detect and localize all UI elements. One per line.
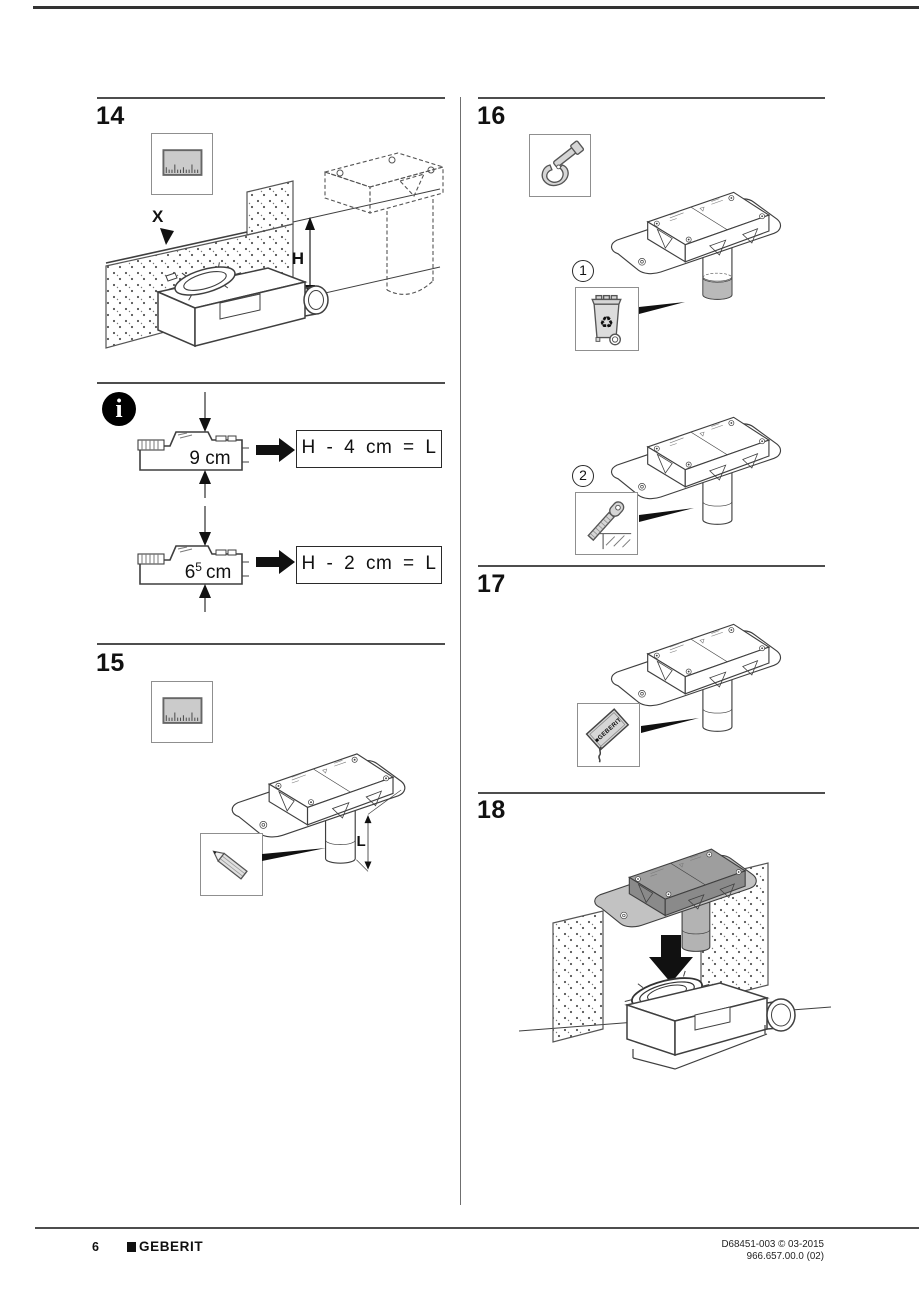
page-top-edge-line bbox=[33, 6, 919, 9]
dim-x-label: X bbox=[152, 207, 164, 226]
callout-arrow bbox=[641, 718, 699, 733]
formula-box-1: H - 4 cm = L bbox=[296, 430, 442, 468]
callout-arrow bbox=[639, 508, 694, 522]
ruler-icon-box-15 bbox=[151, 681, 213, 743]
lubricant-drip bbox=[598, 746, 602, 763]
recycling-bin-icon-box: ♻ bbox=[575, 287, 639, 351]
deburring-tool-icon-box bbox=[575, 492, 638, 555]
doc-ref-line1: D68451-003 © 03-2015 bbox=[721, 1239, 824, 1250]
step-18-drawing bbox=[518, 848, 832, 1070]
geberit-logo: GEBERIT bbox=[127, 1239, 203, 1254]
formula-2-text: H - 2 cm = L bbox=[301, 553, 437, 574]
recycling-bin-icon: ♻ bbox=[591, 294, 622, 346]
cut-line bbox=[702, 272, 733, 283]
info-icon: i bbox=[102, 392, 136, 426]
step-14-rule bbox=[97, 97, 445, 99]
arrow-right-icon bbox=[256, 438, 295, 462]
step-18-rule bbox=[478, 792, 825, 794]
footer-rule bbox=[35, 1227, 919, 1229]
arrow-right-icon bbox=[256, 550, 295, 574]
geberit-logo-square bbox=[127, 1241, 136, 1252]
pipe-cutter-icon-box bbox=[529, 134, 591, 197]
ruler-icon bbox=[162, 697, 203, 724]
step-18-number: 18 bbox=[477, 796, 506, 824]
step-16-drawing-cut bbox=[610, 191, 782, 300]
callout-arrow bbox=[639, 302, 685, 314]
step-16-number: 16 bbox=[477, 102, 506, 130]
formula-1-text: H - 4 cm = L bbox=[301, 437, 437, 458]
step-16-rule bbox=[478, 97, 825, 99]
callout-arrow bbox=[262, 848, 326, 861]
dim-x-arrowhead bbox=[160, 228, 174, 245]
dim-h-label: H bbox=[292, 249, 304, 268]
pencil-icon bbox=[212, 850, 248, 880]
drain-body-drawing bbox=[155, 262, 329, 348]
step-14-drawing: X H bbox=[105, 152, 445, 349]
callout-1-badge: 1 bbox=[572, 260, 594, 282]
recycle-symbol: ♻ bbox=[599, 314, 614, 332]
page-number: 6 bbox=[92, 1240, 99, 1254]
pencil-icon-box bbox=[200, 833, 263, 896]
info-row1-drawing: 9 cm bbox=[137, 392, 249, 498]
dashed-floor-structure bbox=[323, 152, 445, 295]
document-references: D68451-003 © 03-2015 966.657.00.0 (02) bbox=[620, 1239, 824, 1264]
deburring-tool-icon bbox=[587, 501, 632, 550]
insert-down-arrow bbox=[649, 935, 693, 983]
drain-body-drawing bbox=[624, 970, 796, 1070]
column-divider bbox=[460, 97, 462, 1205]
info-note-rule bbox=[97, 382, 445, 384]
dim-l-label: L bbox=[356, 833, 365, 850]
step-14-number: 14 bbox=[96, 102, 125, 130]
step-17-number: 17 bbox=[477, 570, 506, 598]
step-15-drawing: L bbox=[231, 753, 406, 872]
step-15-rule bbox=[97, 643, 445, 645]
pipe-cutter-icon bbox=[541, 140, 585, 187]
lubricant-sachet-icon: ■GEBERIT bbox=[585, 708, 630, 763]
height-label-9cm: 9 cm bbox=[189, 448, 230, 469]
formula-box-2: H - 2 cm = L bbox=[296, 546, 442, 584]
geberit-logo-text: GEBERIT bbox=[139, 1239, 204, 1254]
doc-ref-line2: 966.657.00.0 (02) bbox=[746, 1251, 824, 1263]
step-17-rule bbox=[478, 565, 825, 567]
step-15-number: 15 bbox=[96, 649, 125, 677]
ruler-icon bbox=[162, 149, 203, 176]
callout-2-badge: 2 bbox=[572, 465, 594, 487]
lubricant-sachet-icon-box: ■GEBERIT bbox=[577, 703, 640, 767]
ruler-icon-box-14 bbox=[151, 133, 213, 195]
